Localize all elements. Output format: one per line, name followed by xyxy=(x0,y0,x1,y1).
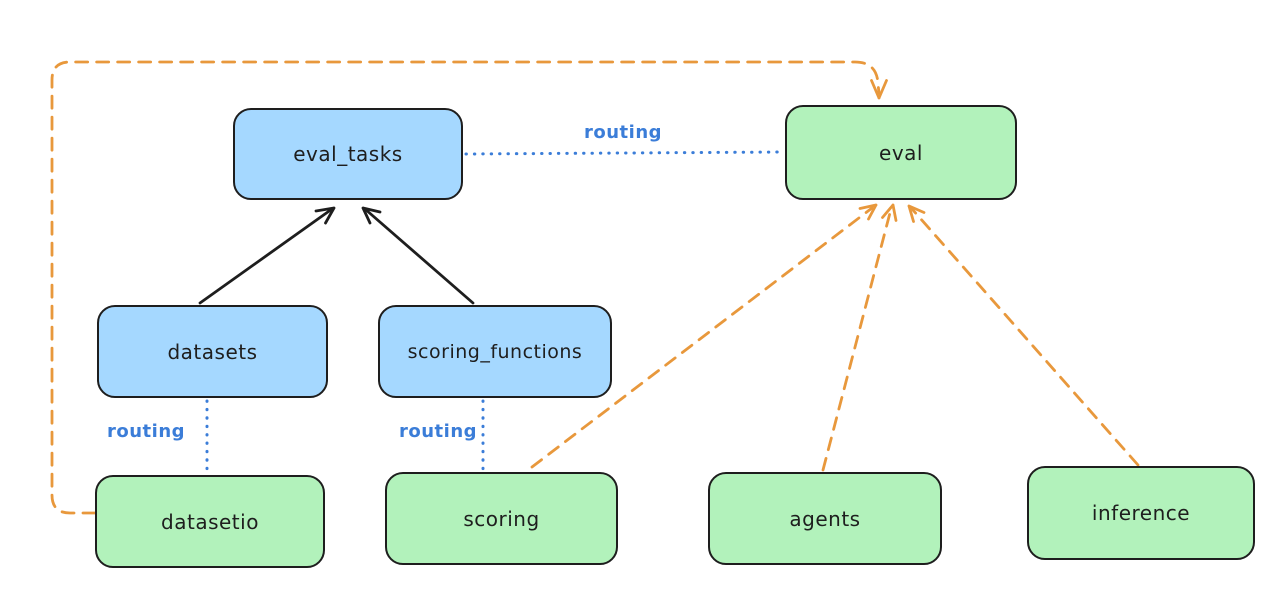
node-inference: inference xyxy=(1027,466,1255,560)
edge-label-routing-datasetio: routing xyxy=(106,421,186,442)
node-scoring-label: scoring xyxy=(463,506,540,531)
edge-agents-eval xyxy=(821,207,893,472)
node-eval-tasks: eval_tasks xyxy=(233,108,463,200)
edge-label-routing-scoring: routing xyxy=(398,421,478,442)
edge-eval-tasks-eval xyxy=(464,150,785,156)
node-eval-tasks-label: eval_tasks xyxy=(293,142,403,166)
node-scoring-functions: scoring_functions xyxy=(378,305,612,398)
node-agents-label: agents xyxy=(789,506,861,531)
node-agents: agents xyxy=(708,472,942,565)
node-scoring: scoring xyxy=(385,472,618,565)
edge-datasetio-eval xyxy=(50,60,881,515)
node-eval: eval xyxy=(785,105,1017,200)
edge-datasets-eval-tasks xyxy=(198,207,334,305)
node-eval-label: eval xyxy=(879,140,923,165)
arrowhead-scoring-eval xyxy=(858,203,878,221)
node-datasetio-label: datasetio xyxy=(161,509,259,534)
arrowhead-agents-eval xyxy=(881,203,898,222)
edge-label-routing-eval: routing xyxy=(583,122,663,143)
edge-scoring-eval xyxy=(530,206,874,469)
arrowhead-datasetio-eval xyxy=(870,79,888,100)
node-inference-label: inference xyxy=(1091,501,1191,525)
node-datasetio: datasetio xyxy=(95,475,325,568)
edge-inference-eval xyxy=(910,207,1140,467)
node-datasets-label: datasets xyxy=(167,339,258,364)
arrowhead-inference-eval xyxy=(907,204,926,223)
node-datasets: datasets xyxy=(97,305,328,398)
arrowhead-scoring-functions-eval-tasks xyxy=(361,206,382,225)
arrowhead-datasets-eval-tasks xyxy=(314,206,336,225)
edge-scoring-functions-eval-tasks xyxy=(363,207,475,305)
node-scoring-functions-label: scoring_functions xyxy=(407,340,583,363)
